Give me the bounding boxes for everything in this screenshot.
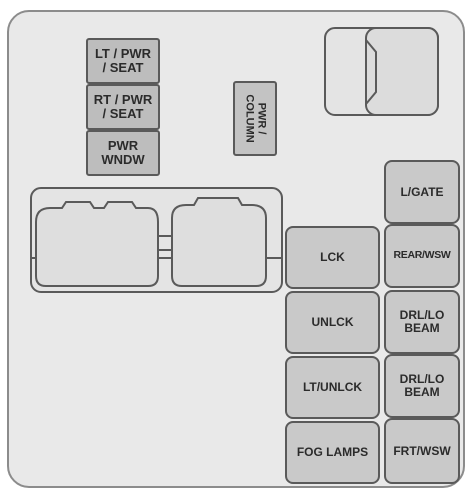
left-connector (30, 187, 283, 293)
fuse-rear-wsw: REAR/WSW (384, 224, 460, 288)
fuse-lck: LCK (285, 226, 380, 289)
fuse-pwr-wndw: PWR WNDW (86, 130, 160, 176)
top-right-connector (324, 27, 439, 116)
fuse-lt-pwr-seat: LT / PWR / SEAT (86, 38, 160, 84)
fuse-frt-wsw: FRT/WSW (384, 418, 460, 484)
fuse-pwr-column-label: PWR / COLUMN (244, 94, 268, 143)
fuse-pwr-column: PWR / COLUMN (233, 81, 277, 156)
fuse-unlck: UNLCK (285, 291, 380, 354)
fuse-fog-lamps: FOG LAMPS (285, 421, 380, 484)
fuse-lt-unlck: LT/UNLCK (285, 356, 380, 419)
fuse-drl-lo-beam-upper: DRL/LO BEAM (384, 290, 460, 354)
fuse-l-gate: L/GATE (384, 160, 460, 224)
fuse-drl-lo-beam-lower: DRL/LO BEAM (384, 354, 460, 418)
fuse-rt-pwr-seat: RT / PWR / SEAT (86, 84, 160, 130)
